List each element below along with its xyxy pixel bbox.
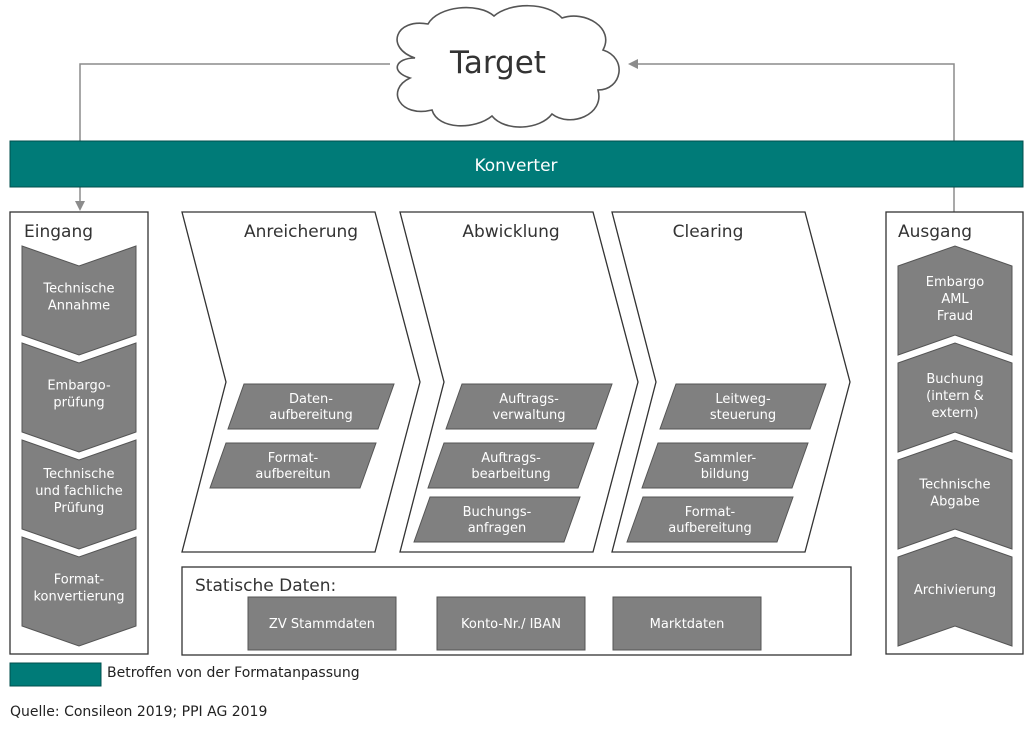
phase-item: Leitweg-steuerung: [659, 383, 827, 430]
phase-item-label: Format-aufbereitun: [255, 451, 330, 482]
phase-title: Anreicherung: [244, 222, 358, 242]
legend-label: Betroffen von der Formatanpassung: [107, 665, 360, 681]
eingang-step: Embargo-prüfung: [21, 342, 137, 453]
static-item-zv: ZV Stammdaten: [247, 596, 397, 651]
phase-item: Sammler-bildung: [641, 442, 809, 489]
converter-to-target-arrow: [628, 59, 955, 141]
phase-item-label: Leitweg-steuerung: [710, 392, 776, 423]
static-item-label: Marktdaten: [650, 617, 725, 632]
legend-swatch: [9, 662, 102, 687]
phase-title: Abwicklung: [462, 222, 559, 242]
connector-lines: [75, 59, 955, 212]
static-item-label: ZV Stammdaten: [269, 617, 375, 632]
phase-item: Format-aufbereitun: [209, 442, 377, 489]
converter-bar: Konverter: [9, 140, 1024, 188]
converter-label: Konverter: [474, 156, 557, 176]
ausgang-step: Archivierung: [897, 536, 1013, 647]
step-label: Format-konvertierung: [33, 573, 124, 605]
eingang-title: Eingang: [24, 222, 93, 242]
target-label: Target: [449, 45, 546, 81]
phase-title: Clearing: [673, 222, 744, 242]
step-label: Buchung(intern &extern): [926, 372, 984, 421]
target-to-converter-line: [79, 63, 390, 141]
phase-item-label: Sammler-bildung: [694, 451, 757, 482]
static-item-markt: Marktdaten: [612, 596, 762, 651]
eingang-step: Format-konvertierung: [21, 536, 137, 647]
static-data-panel: Statische Daten: ZV Stammdaten Konto-Nr.…: [181, 566, 852, 656]
target-cloud: Target: [396, 5, 620, 128]
phase-item: Format-aufbereitung: [626, 496, 794, 543]
static-item-konto: Konto-Nr./ IBAN: [436, 596, 586, 651]
static-data-title: Statische Daten:: [195, 576, 336, 596]
ausgang-title: Ausgang: [898, 222, 972, 242]
phase-item: Daten-aufbereitung: [227, 383, 395, 430]
phase-item-label: Auftrags-bearbeitung: [471, 451, 550, 482]
step-label: Embargo-prüfung: [47, 379, 111, 411]
phase-item-label: Auftrags-verwaltung: [492, 392, 565, 423]
source-note: Quelle: Consileon 2019; PPI AG 2019: [10, 704, 268, 720]
phase-item: Auftrags-verwaltung: [445, 383, 613, 430]
phase-item-label: Daten-aufbereitung: [269, 392, 353, 423]
static-item-label: Konto-Nr./ IBAN: [461, 617, 561, 632]
phase-item: Buchungs-anfragen: [413, 496, 581, 543]
phase-item: Auftrags-bearbeitung: [427, 442, 595, 489]
step-label: Archivierung: [914, 583, 996, 598]
phase-item-label: Format-aufbereitung: [668, 505, 752, 536]
phase-anreicherung: Anreicherung: [181, 211, 421, 553]
ausgang-step: Buchung(intern &extern): [897, 342, 1013, 453]
phase-item-label: Buchungs-anfragen: [463, 505, 532, 536]
